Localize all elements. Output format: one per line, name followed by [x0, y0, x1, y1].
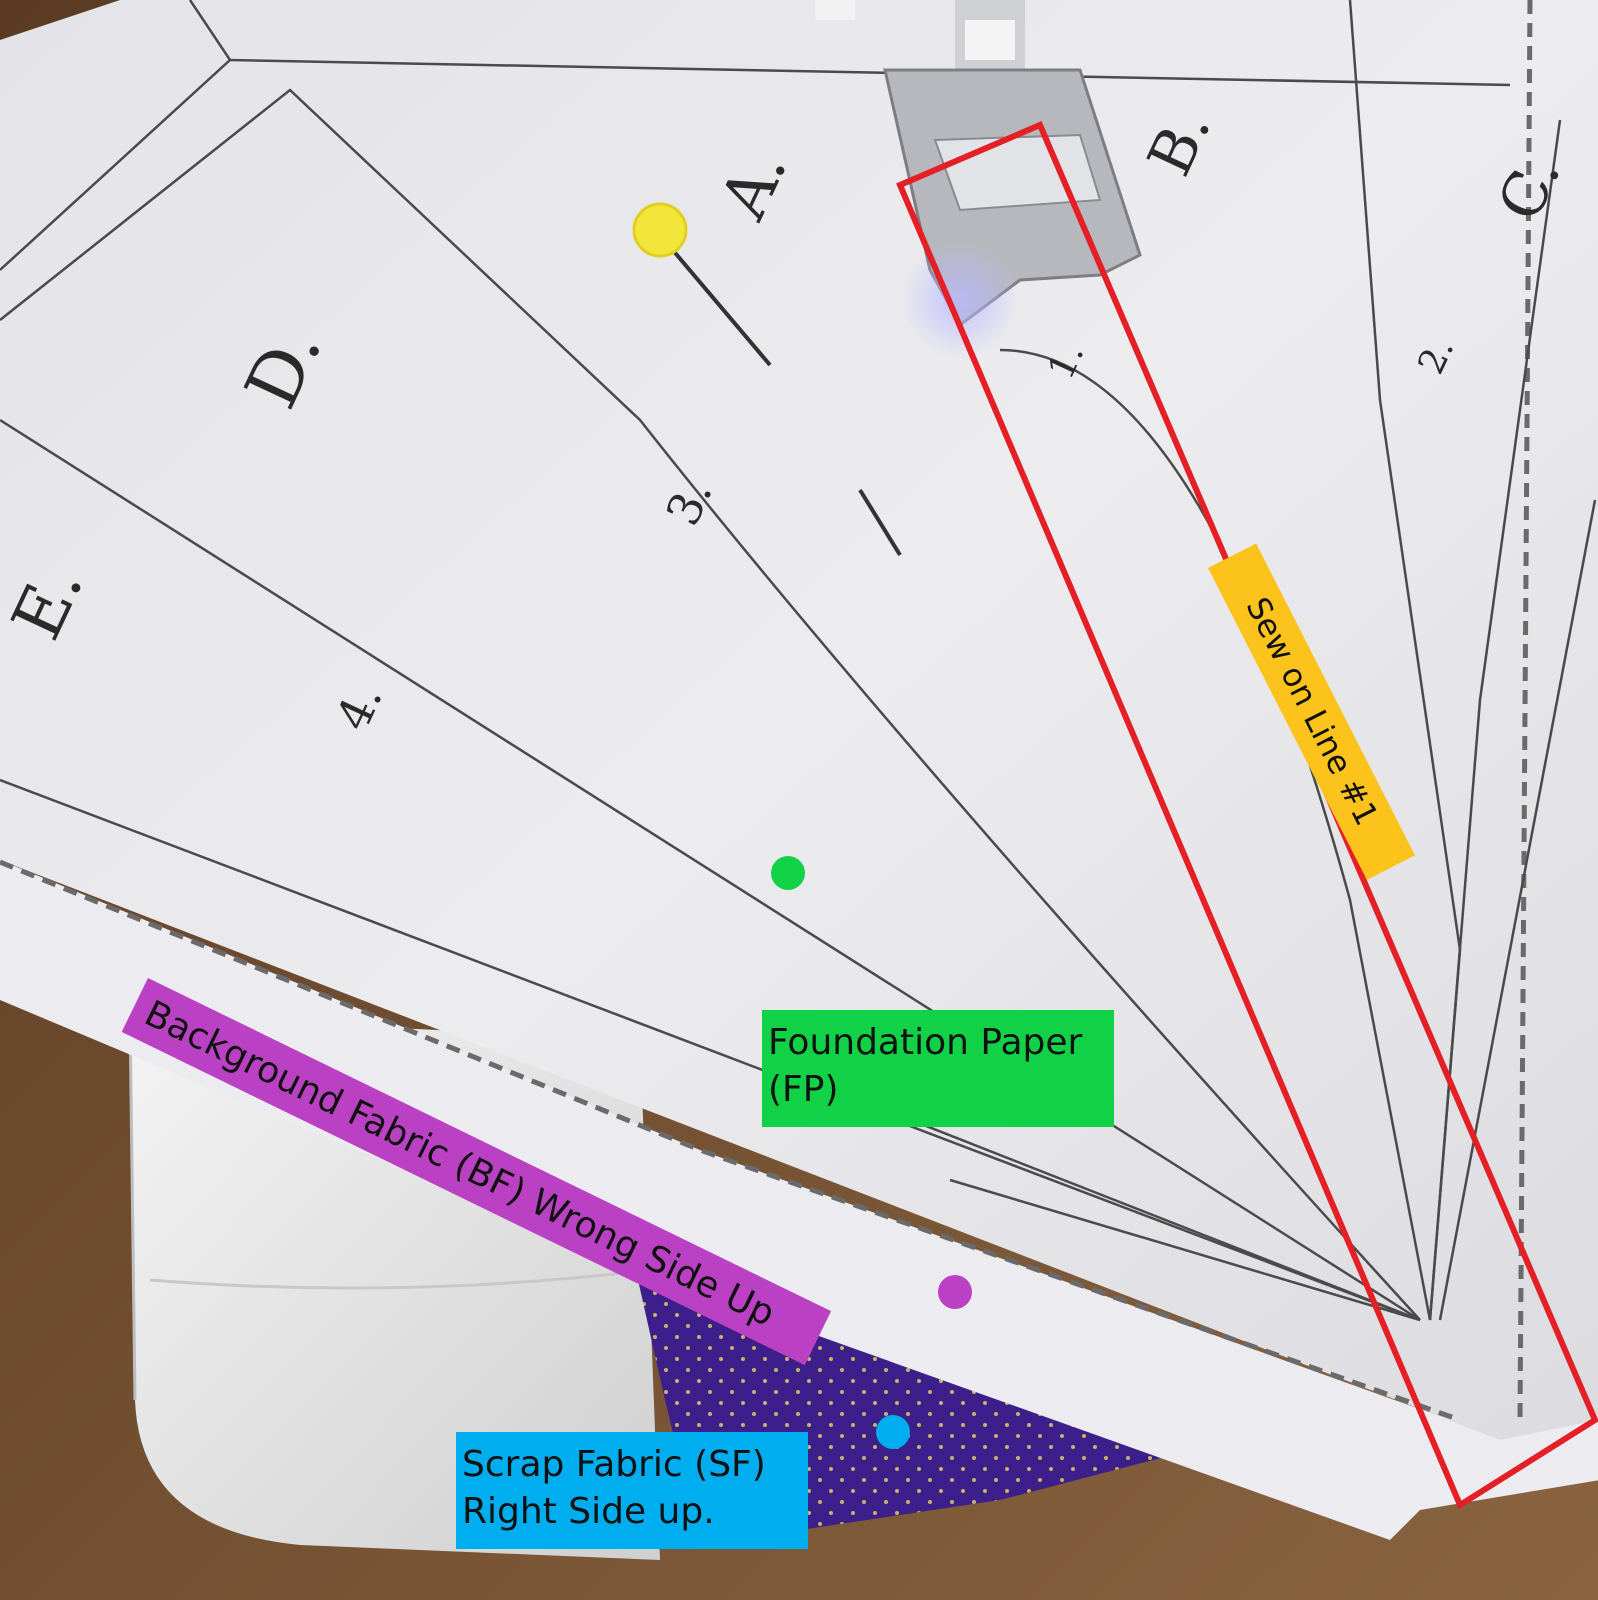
scrap-fabric-label: Scrap Fabric (SF) Right Side up. — [456, 1432, 808, 1549]
background-fabric-dot — [938, 1275, 972, 1309]
foundation-paper-dot — [771, 856, 805, 890]
sew-line-highlight — [896, 121, 1598, 1510]
stitch-mark — [858, 488, 902, 557]
scrap-fabric-dot — [876, 1415, 910, 1449]
foundation-paper — [0, 0, 1598, 1440]
foundation-paper-label: Foundation Paper (FP) — [762, 1010, 1114, 1127]
background-fabric — [0, 860, 1598, 1540]
pin — [632, 202, 772, 367]
